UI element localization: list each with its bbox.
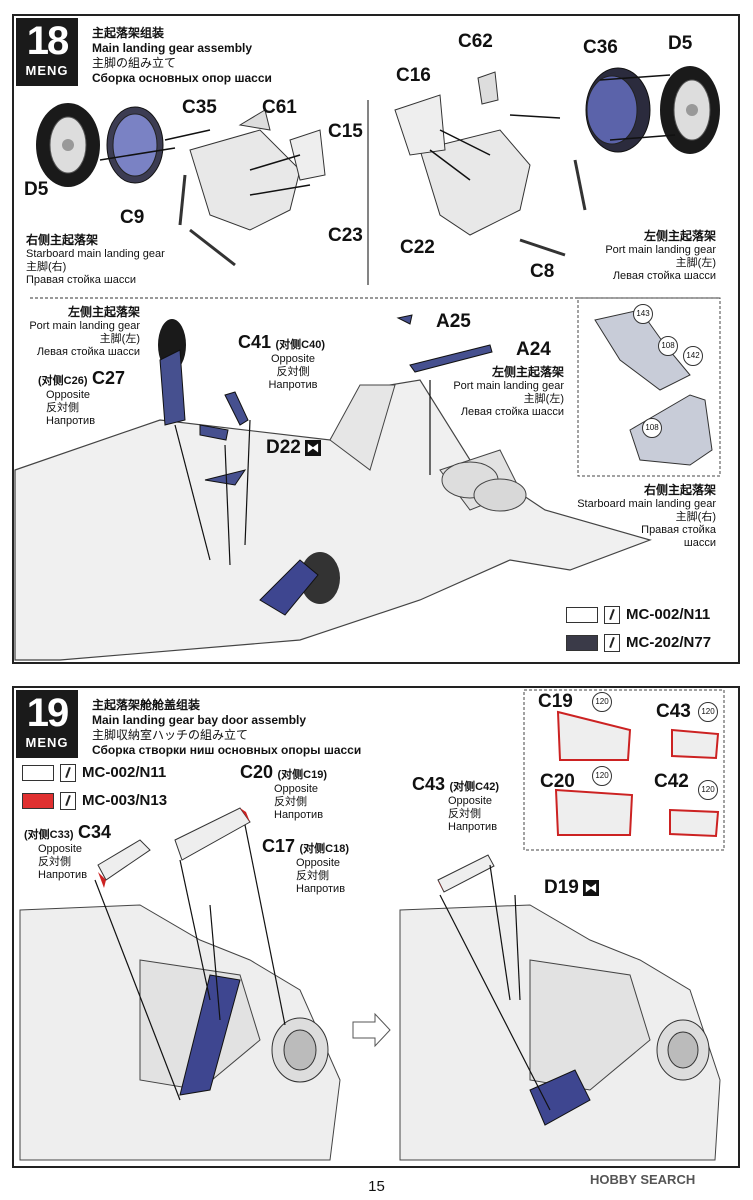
c41-group: C41 (对侧C40) Opposite 反対側 Напротив (238, 332, 325, 391)
paint-mc202-18: MC-202/N77 (566, 634, 711, 652)
c43-group: C43 (对侧C42) Opposite 反対側 Напротив (412, 774, 499, 833)
port-lower-label: 左侧主起落架 Port main landing gear 主脚(左) Лева… (29, 305, 140, 359)
part-a25: A25 (436, 311, 471, 332)
starboard-label: 右侧主起落架 Starboard main landing gear 主脚(右)… (26, 233, 165, 287)
c20-group: C20 (对侧C19) Opposite 反対側 Напротив (240, 762, 327, 821)
inset-part-c19: C19 (538, 691, 573, 712)
starboard-strut (189, 129, 301, 231)
inset-callout-120-d: 120 (698, 780, 718, 800)
paint-mc003-19: MC-003/N13 (22, 792, 167, 810)
remove-gate-icon: ⧓ (304, 440, 321, 456)
step-number: 19 (26, 691, 70, 735)
part-c62: C62 (458, 31, 493, 52)
port-label: 左侧主起落架 Port main landing gear 主脚(左) Лева… (605, 229, 716, 283)
part-c9: C9 (120, 207, 145, 228)
step-19-badge: 19 MENG (16, 690, 78, 758)
page-number: 15 (368, 1178, 385, 1195)
step-18-badge: 18 MENG (16, 18, 78, 86)
callout-108-a: 108 (658, 336, 678, 356)
inset-callout-120-a: 120 (592, 692, 612, 712)
part-d19: D19 ⧓ (544, 877, 599, 898)
part-c36: C36 (583, 37, 618, 58)
part-d5-left: D5 (24, 179, 49, 200)
brush-icon (60, 792, 76, 810)
step-number: 18 (26, 19, 70, 63)
part-d5-right: D5 (668, 33, 693, 54)
brand-logo: MENG (25, 735, 69, 750)
paint-swatch (566, 635, 598, 651)
paint-swatch (22, 793, 54, 809)
inset-part-c43: C43 (656, 701, 691, 722)
inset-callout-120-b: 120 (698, 702, 718, 722)
port-strut (419, 129, 531, 236)
part-c35: C35 (182, 97, 217, 118)
brand-logo: MENG (25, 63, 69, 78)
paint-mc002-19: MC-002/N11 (22, 764, 166, 782)
part-d22: D22 ⧓ (266, 437, 321, 458)
part-c61: C61 (262, 97, 297, 118)
c17-group: C17 (对侧C18) Opposite 反対側 Напротив (262, 836, 349, 895)
part-c8: C8 (530, 261, 555, 282)
paint-swatch (566, 607, 598, 623)
brush-icon (604, 606, 620, 624)
brush-icon (604, 634, 620, 652)
paint-mc002-18: MC-002/N11 (566, 606, 710, 624)
callout-142: 142 (683, 346, 703, 366)
starboard-right-label: 右侧主起落架 Starboard main landing gear 主脚(右)… (577, 483, 716, 550)
port-right-label: 左侧主起落架 Port main landing gear 主脚(左) Лева… (453, 365, 564, 419)
part-c15: C15 (328, 121, 363, 142)
step-18-title: 主起落架组装 Main landing gear assembly 主脚の組み立… (92, 26, 272, 85)
callout-143: 143 (633, 304, 653, 324)
part-a24: A24 (516, 339, 551, 360)
inset-callout-120-c: 120 (592, 766, 612, 786)
remove-gate-icon: ⧓ (582, 880, 599, 896)
part-c16: C16 (396, 65, 431, 86)
brush-icon (60, 764, 76, 782)
part-c22: C22 (400, 237, 435, 258)
watermark: HOBBY SEARCH (590, 1172, 696, 1187)
part-c23: C23 (328, 225, 363, 246)
callout-108-b: 108 (642, 418, 662, 438)
c27-group: (对侧C26) C27 Opposite 反対側 Напротив (38, 368, 125, 427)
c34-group: (对侧C33) C34 Opposite 反対側 Напротив (24, 822, 111, 881)
inset-part-c42: C42 (654, 771, 689, 792)
paint-swatch (22, 765, 54, 781)
step-19-title: 主起落架舱舱盖组装 Main landing gear bay door ass… (92, 698, 362, 757)
inset-part-c20: C20 (540, 771, 575, 792)
